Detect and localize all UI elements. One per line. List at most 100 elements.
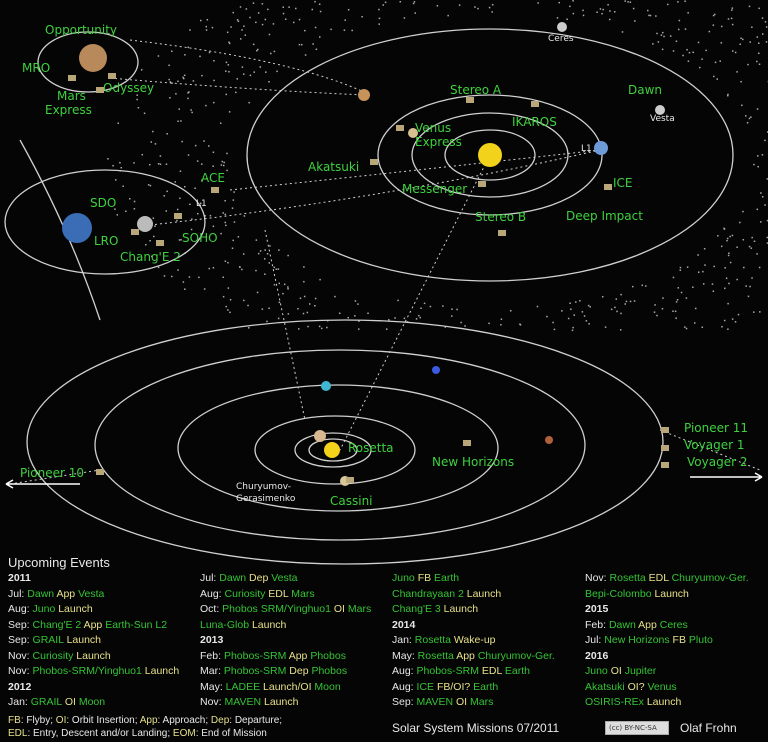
asteroid-dot [573, 314, 575, 316]
diagram-label: Akatsuki [308, 160, 360, 174]
asteroid-dot [386, 328, 388, 330]
event-month: Jan: [392, 634, 415, 646]
spacecraft-icon [346, 477, 354, 483]
event-action: Dep [249, 572, 272, 584]
asteroid-dot [303, 266, 305, 268]
asteroid-dot [177, 120, 179, 122]
asteroid-dot [145, 243, 147, 246]
asteroid-dot [569, 302, 571, 304]
asteroid-dot [388, 319, 390, 321]
asteroid-dot [500, 318, 503, 320]
asteroid-dot [736, 71, 738, 73]
asteroid-dot [660, 34, 663, 36]
diagram-label: Venus [415, 121, 452, 135]
asteroid-dot [239, 6, 242, 8]
event-month: Sep: [8, 634, 33, 646]
asteroid-dot [275, 268, 278, 271]
asteroid-dot [509, 310, 512, 312]
asteroid-dot [152, 217, 155, 219]
asteroid-dot [758, 63, 761, 65]
asteroid-dot [303, 295, 306, 298]
asteroid-dot [213, 59, 215, 62]
asteroid-dot [474, 6, 476, 8]
asteroid-dot [307, 325, 309, 328]
event-subject: Chang'E 2 [32, 618, 84, 631]
asteroid-dot [764, 139, 766, 142]
asteroid-dot [204, 215, 206, 217]
asteroid-dot [627, 1, 629, 3]
event-month: Feb: [585, 618, 609, 631]
asteroid-dot [206, 18, 209, 21]
asteroid-dot [114, 208, 116, 210]
asteroid-dot [178, 239, 181, 241]
event-action: Launch [251, 618, 287, 631]
asteroid-dot [751, 277, 753, 279]
asteroid-dot [684, 28, 687, 30]
asteroid-dot [205, 29, 208, 31]
asteroid-dot [743, 266, 745, 269]
event-action: FB [672, 634, 689, 646]
asteroid-dot [579, 300, 581, 302]
asteroid-dot [237, 236, 240, 238]
asteroid-dot [180, 239, 182, 241]
event-row: May: Rosetta App Churyumov-Ger. [392, 649, 555, 665]
asteroid-dot [177, 269, 179, 271]
asteroid-dot [717, 235, 719, 237]
event-month: Jul: [200, 572, 220, 584]
event-subject: Chandrayaan 2 [392, 587, 467, 600]
event-action: Launch [466, 587, 502, 600]
asteroid-dot [731, 7, 734, 9]
event-action: Launch [264, 696, 299, 708]
trajectories [9, 39, 761, 485]
asteroid-dot [319, 278, 321, 281]
asteroid-dot [225, 305, 227, 308]
spacecraft-icon [661, 445, 669, 451]
diagram-label: ACE [201, 171, 225, 185]
asteroid-dot [253, 71, 256, 73]
asteroid-dot [747, 295, 750, 298]
earth-system-orbit [4, 169, 206, 275]
asteroid-dot [201, 163, 203, 165]
diagram-label: Deep Impact [566, 209, 643, 223]
spacecraft-icon [478, 181, 486, 187]
asteroid-dot [677, 1, 679, 3]
asteroid-dot [266, 320, 268, 323]
event-row: Aug: ICE FB/OI? Earth [392, 680, 555, 696]
asteroid-dot [277, 268, 280, 270]
author-name: Olaf Frohn [680, 721, 737, 735]
asteroid-dot [684, 326, 686, 328]
ceres [557, 22, 567, 32]
asteroid-dot [761, 17, 764, 19]
asteroid-dot [697, 254, 699, 256]
asteroid-dot [687, 12, 689, 14]
diagram-label: Opportunity [45, 23, 118, 37]
asteroid-dot [488, 6, 491, 9]
event-row: OSIRIS-REx Launch [585, 695, 749, 711]
asteroid-dot [601, 12, 603, 15]
asteroid-dot [224, 213, 227, 216]
asteroid-dot [213, 79, 215, 82]
asteroid-dot [242, 253, 245, 255]
event-year: 2016 [585, 649, 609, 662]
asteroid-dot [729, 235, 731, 238]
asteroid-dot [546, 315, 548, 318]
event-month: Aug: [392, 680, 417, 693]
asteroid-dot [308, 303, 311, 305]
event-row: Juno OI Jupiter [585, 664, 749, 680]
asteroid-dot [621, 31, 624, 33]
asteroid-dot [753, 240, 756, 243]
asteroid-dot [693, 322, 696, 324]
asteroid-dot [723, 319, 726, 322]
asteroid-dot [675, 301, 678, 303]
asteroid-dot [648, 14, 650, 17]
asteroid-dot [157, 55, 160, 57]
vesta [655, 105, 665, 115]
asteroid-dot [220, 164, 223, 166]
asteroid-dot [241, 66, 244, 68]
event-action: OI [64, 696, 79, 708]
asteroid-dot [224, 260, 227, 262]
asteroid-dot [694, 307, 697, 310]
spacecraft-icon [370, 159, 378, 165]
asteroid-dot [596, 11, 598, 14]
asteroid-dot [136, 94, 138, 96]
